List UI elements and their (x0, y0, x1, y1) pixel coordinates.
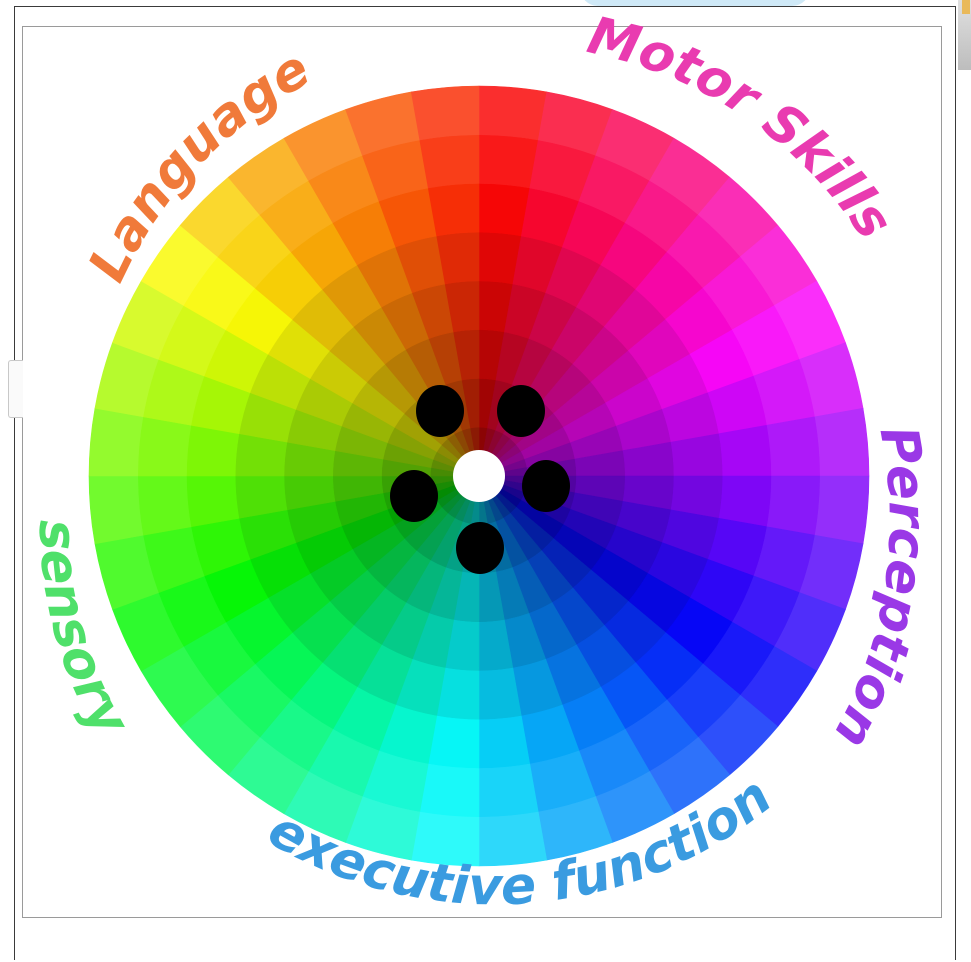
dot (497, 385, 545, 437)
wheel-segment (479, 184, 530, 236)
wheel-segment (479, 764, 538, 817)
wheel-segment (815, 408, 869, 476)
wheel-segment (479, 135, 538, 188)
wheel-segment (138, 476, 191, 535)
dot (522, 460, 570, 512)
center-hub (453, 450, 505, 502)
dot (456, 522, 504, 574)
wheel-segment (767, 476, 820, 535)
wheel-segment (479, 716, 530, 768)
wheel-segment (411, 86, 479, 140)
dot (416, 385, 464, 437)
wheel-segment (815, 476, 869, 544)
wheel-segment (187, 425, 239, 476)
wheel-segment (428, 184, 479, 236)
wheel-segment (89, 476, 143, 544)
wheel-segment (428, 716, 479, 768)
dot (390, 470, 438, 522)
wheel-segment (479, 86, 547, 140)
wheel-segment (420, 764, 479, 817)
wheel-segment (767, 417, 820, 476)
wheel-segment (420, 135, 479, 188)
wheel-segment (187, 476, 239, 527)
wheel-segment (719, 425, 771, 476)
wheel-segment (138, 417, 191, 476)
wheel-segment (89, 408, 143, 476)
wheel-segment (719, 476, 771, 527)
